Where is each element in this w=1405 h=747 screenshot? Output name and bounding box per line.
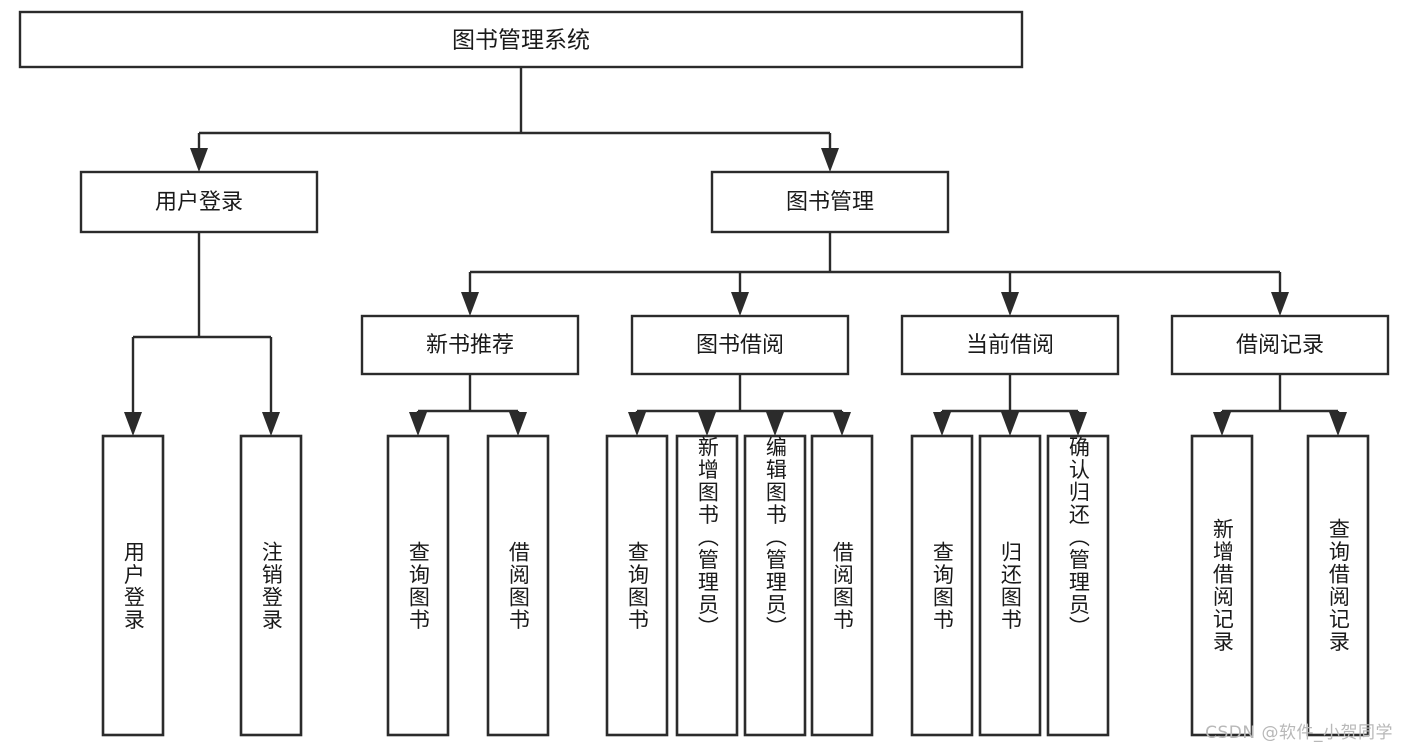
arrow-leaf-return-book: [1001, 412, 1019, 436]
leaf-query-borrow-record-box[interactable]: [1306, 434, 1370, 737]
arrow-leaf-add-book-admin: [698, 412, 716, 436]
arrow-current-borrow: [1001, 292, 1019, 316]
node-user-login-box[interactable]: [79, 170, 319, 234]
leaf-return-book-box[interactable]: [978, 434, 1042, 737]
arrow-leaf-query-book-1: [409, 412, 427, 436]
node-book-borrow-box[interactable]: [630, 314, 850, 376]
node-new-book-recommend-box[interactable]: [360, 314, 580, 376]
connector-layer: [124, 67, 1347, 436]
node-layer: 图书管理系统 用户登录 图书管理 新书推荐 图书借阅 当前借阅 借阅记录: [18, 10, 1390, 737]
arrow-new-book-recommend: [461, 292, 479, 316]
node-new-book-recommend-label: 新书推荐: [426, 333, 514, 358]
leaf-add-book-admin-box[interactable]: [675, 434, 739, 737]
leaf-confirm-return-admin-box[interactable]: [1046, 434, 1110, 737]
arrow-borrow-record: [1271, 292, 1289, 316]
arrow-leaf-query-book-3: [933, 412, 951, 436]
leaf-user-login-box[interactable]: [101, 434, 165, 737]
node-book-manage-box[interactable]: [710, 170, 950, 234]
arrow-book-manage: [821, 148, 839, 172]
arrow-leaf-logout-login: [262, 412, 280, 436]
leaf-query-book-2-box[interactable]: [605, 434, 669, 737]
arrow-leaf-borrow-book-2: [833, 412, 851, 436]
node-book-manage-label: 图书管理: [786, 190, 874, 215]
arrow-book-borrow: [731, 292, 749, 316]
leaf-query-book-3-box[interactable]: [910, 434, 974, 737]
arrow-leaf-add-borrow-record: [1213, 412, 1231, 436]
node-root-label: 图书管理系统: [452, 28, 590, 54]
watermark-text: CSDN @软件_小贺同学: [1205, 723, 1393, 743]
node-borrow-record-box[interactable]: [1170, 314, 1390, 376]
arrow-leaf-edit-book-admin: [766, 412, 784, 436]
leaf-borrow-book-1-box[interactable]: [486, 434, 550, 737]
node-user-login-label: 用户登录: [155, 190, 243, 215]
leaf-add-borrow-record-box[interactable]: [1190, 434, 1254, 737]
arrow-leaf-borrow-book-1: [509, 412, 527, 436]
leaf-query-book-1-box[interactable]: [386, 434, 450, 737]
arrow-user-login: [190, 148, 208, 172]
leaf-borrow-book-2-box[interactable]: [810, 434, 874, 737]
leaf-edit-book-admin-box[interactable]: [743, 434, 807, 737]
node-borrow-record-label: 借阅记录: [1236, 333, 1324, 358]
leaf-logout-login-box[interactable]: [239, 434, 303, 737]
node-current-borrow-box[interactable]: [900, 314, 1120, 376]
arrow-leaf-query-borrow-record: [1329, 412, 1347, 436]
arrow-leaf-query-book-2: [628, 412, 646, 436]
node-book-borrow-label: 图书借阅: [696, 333, 784, 358]
arrow-leaf-confirm-return-admin: [1069, 412, 1087, 436]
node-root-box[interactable]: [18, 10, 1024, 69]
node-current-borrow-label: 当前借阅: [966, 333, 1054, 358]
arrow-leaf-user-login: [124, 412, 142, 436]
